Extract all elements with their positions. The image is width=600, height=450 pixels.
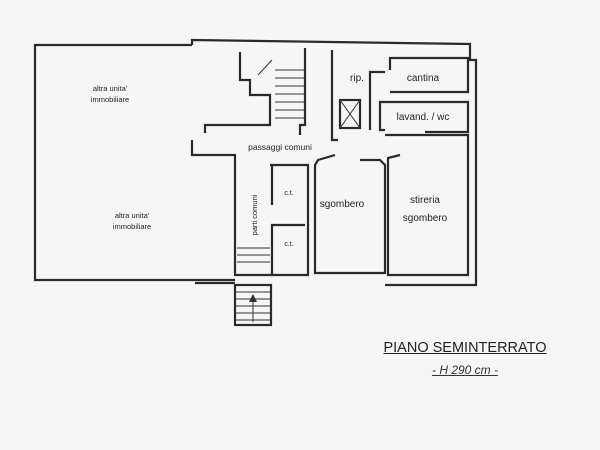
label-stireria: stireria bbox=[410, 195, 440, 206]
stairs-parti-comuni bbox=[237, 247, 270, 263]
label-sgombero: sgombero bbox=[320, 199, 365, 210]
label-altra-unita-1: altra unita' bbox=[93, 84, 128, 93]
entrance-stairs bbox=[233, 283, 273, 327]
label-ct-2: c.t. bbox=[284, 241, 293, 248]
label-ct-1: c.t. bbox=[284, 190, 293, 197]
plan-title: PIANO SEMINTERRATO bbox=[383, 340, 547, 356]
label-rip: rip. bbox=[350, 73, 364, 84]
label-cantina: cantina bbox=[407, 73, 440, 84]
label-parti-comuni: parti comuni bbox=[250, 194, 259, 235]
label-passaggi-comuni: passaggi comuni bbox=[248, 142, 312, 152]
label-altra-unita-2-line2: immobiliare bbox=[113, 222, 151, 231]
label-lavand-wc: lavand. / wc bbox=[397, 112, 450, 123]
walls bbox=[33, 38, 478, 287]
label-altra-unita-1-line2: immobiliare bbox=[91, 95, 129, 104]
height-label: - H 290 cm - bbox=[431, 363, 498, 377]
entrance-arrowhead-icon bbox=[249, 294, 257, 302]
label-stireria-sgombero: sgombero bbox=[403, 213, 448, 224]
label-altra-unita-2: altra unita' bbox=[115, 211, 150, 220]
stairs-top bbox=[257, 59, 305, 119]
